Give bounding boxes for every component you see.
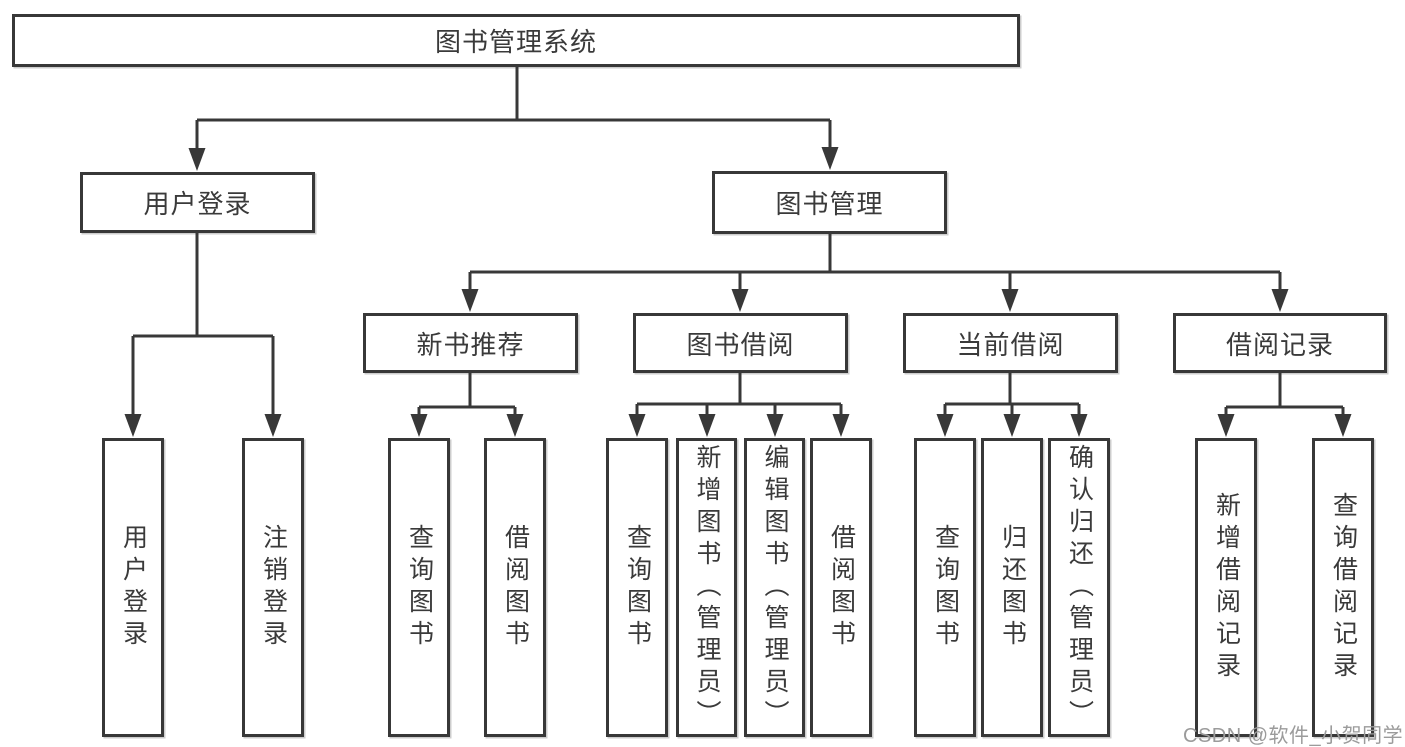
leaf-record-add-borrow-record-label: 新增借阅记录: [1212, 491, 1241, 684]
leaf-borrow-edit-book-admin: 编辑图书（管理员）: [744, 438, 805, 737]
node-user-login: 用户登录: [80, 172, 315, 233]
node-borrow-record-label: 借阅记录: [1225, 329, 1334, 360]
leaf-logout-login: 注销登录: [242, 438, 304, 737]
leaf-borrow-add-book-admin-label: 新增图书（管理员）: [693, 443, 721, 732]
arrowhead: [698, 414, 716, 437]
node-current-borrow-label: 当前借阅: [956, 329, 1065, 360]
arrowhead: [821, 147, 839, 170]
leaf-recommend-query-book: 查询图书: [388, 438, 450, 737]
node-root-label: 图书管理系统: [434, 27, 597, 57]
leaf-borrow-borrow-book-label: 借阅图书: [827, 523, 856, 652]
arrowhead: [1003, 414, 1021, 437]
arrowhead: [264, 414, 282, 437]
arrowhead: [766, 414, 784, 437]
arrowhead: [628, 414, 646, 437]
arrowhead: [188, 148, 206, 171]
node-new-book-recommend-label: 新书推荐: [416, 329, 525, 360]
leaf-recommend-borrow-book: 借阅图书: [484, 438, 546, 737]
leaf-logout-login-label: 注销登录: [259, 523, 288, 652]
node-book-borrow-label: 图书借阅: [686, 329, 795, 360]
leaf-record-add-borrow-record: 新增借阅记录: [1195, 438, 1257, 737]
connector-book-borrow-to-leaves: [635, 373, 843, 428]
connector-lines: [131, 66, 1345, 428]
connector-user-login-to-leaves: [131, 233, 275, 428]
connector-borrow-record-to-leaves: [1224, 373, 1345, 428]
arrowhead: [1271, 289, 1289, 312]
leaf-user-login: 用户登录: [102, 438, 164, 737]
arrowhead: [1217, 414, 1235, 437]
arrowhead: [936, 414, 954, 437]
leaf-borrow-edit-book-admin-label: 编辑图书（管理员）: [761, 443, 789, 732]
arrowhead: [1334, 414, 1352, 437]
leaf-current-return-book: 归还图书: [981, 438, 1043, 737]
leaf-borrow-add-book-admin: 新增图书（管理员）: [676, 438, 737, 737]
csdn-watermark: CSDN @软件_小贺同学: [1183, 725, 1404, 747]
leaf-record-query-borrow-record: 查询借阅记录: [1312, 438, 1374, 737]
leaf-current-query-book: 查询图书: [914, 438, 976, 737]
leaf-user-login-label: 用户登录: [119, 523, 148, 652]
node-book-borrow: 图书借阅: [633, 313, 848, 373]
leaf-current-confirm-return-admin: 确认归还（管理员）: [1048, 438, 1110, 737]
leaf-current-return-book-label: 归还图书: [998, 523, 1027, 652]
node-root: 图书管理系统: [12, 14, 1020, 67]
arrowhead: [1001, 289, 1019, 312]
node-new-book-recommend: 新书推荐: [363, 313, 578, 373]
node-book-management-label: 图书管理: [775, 189, 884, 219]
leaf-record-query-borrow-record-label: 查询借阅记录: [1329, 491, 1358, 684]
leaf-recommend-borrow-book-label: 借阅图书: [501, 523, 530, 652]
leaf-recommend-query-book-label: 查询图书: [405, 523, 434, 652]
arrowhead: [731, 289, 749, 312]
leaf-borrow-query-book: 查询图书: [606, 438, 668, 737]
arrowhead: [506, 414, 524, 437]
node-borrow-record: 借阅记录: [1173, 313, 1387, 373]
connector-book-management-to-groups: [468, 234, 1282, 302]
leaf-current-query-book-label: 查询图书: [931, 523, 960, 652]
connector-root-to-level2: [195, 66, 832, 160]
arrowhead: [124, 414, 142, 437]
node-current-borrow: 当前借阅: [903, 313, 1118, 373]
node-book-management: 图书管理: [712, 171, 947, 234]
leaf-borrow-query-book-label: 查询图书: [623, 523, 652, 652]
arrowhead: [461, 289, 479, 312]
connector-new-book-recommend-to-leaves: [417, 373, 517, 428]
arrowhead: [832, 414, 850, 437]
leaf-current-confirm-return-admin-label: 确认归还（管理员）: [1065, 443, 1094, 732]
arrowhead: [410, 414, 428, 437]
node-user-login-label: 用户登录: [143, 189, 252, 219]
arrowhead: [1070, 414, 1088, 437]
leaf-borrow-borrow-book: 借阅图书: [810, 438, 872, 737]
arrowheads: [124, 147, 1352, 437]
